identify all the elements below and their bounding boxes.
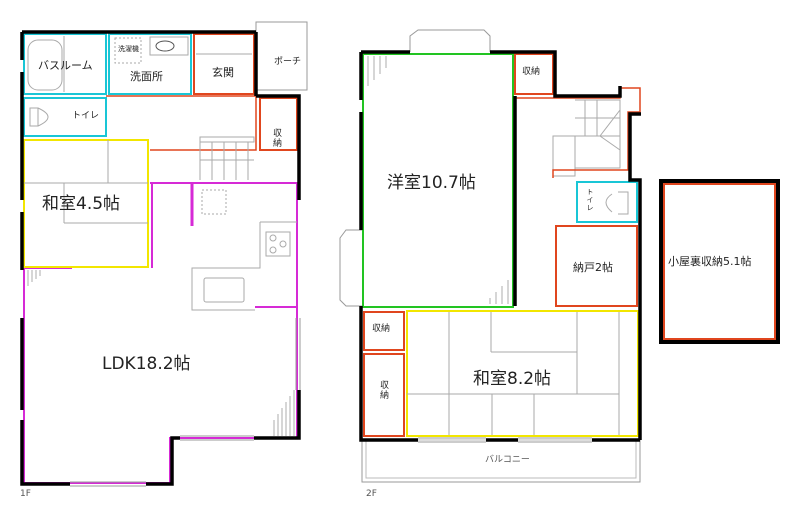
room-label-storage-2f-top: 収納 — [522, 67, 541, 77]
porch-area — [255, 21, 308, 91]
room-label-washroom: 洗面所 — [130, 70, 163, 83]
room-label-bathroom: バスルーム — [38, 59, 93, 72]
entrance-outline — [193, 33, 255, 95]
storage-2f-top-outline — [514, 53, 554, 95]
closet-outline — [555, 225, 638, 307]
storage-2f-left-2-outline — [363, 353, 405, 437]
room-label-storage-2f-left-1: 収納 — [372, 324, 391, 334]
kitchen-counter — [191, 189, 297, 311]
room-label-storage-2f-left-2: 収納 — [378, 380, 388, 400]
room-label-entrance: 玄関 — [212, 66, 234, 79]
room-label-storage-1f: 収納 — [271, 128, 281, 148]
fixture-label-washer: 洗濯機 — [118, 45, 139, 53]
floor-label-1f: 1F — [20, 489, 31, 499]
room-label-attic: 小屋裏収納5.1帖 — [668, 255, 752, 268]
storage-2f-left-1-outline — [363, 311, 405, 351]
floor-label-2f: 2F — [366, 489, 377, 499]
attic-plan — [659, 179, 780, 344]
exterior-walls-1f — [20, 30, 301, 486]
western-room-outline — [362, 53, 514, 308]
attic-outline — [663, 183, 776, 340]
room-label-toilet-1f: トイレ — [72, 111, 100, 121]
toilet-1f-outline — [23, 97, 107, 137]
room-label-japanese-1f: 和室4.5帖 — [42, 194, 121, 214]
room-label-balcony: バルコニー — [485, 455, 530, 465]
bathroom-outline — [23, 33, 107, 95]
room-label-western: 洋室10.7帖 — [387, 173, 476, 193]
room-label-closet: 納戸2帖 — [573, 261, 613, 274]
room-label-ldk: LDK18.2帖 — [102, 354, 191, 374]
japanese-room-1f-outline — [23, 139, 149, 268]
japanese-room-2f-outline — [406, 310, 639, 437]
storage-1f-outline — [259, 97, 298, 151]
room-label-porch: ポーチ — [274, 57, 302, 67]
toilet-2f-outline — [576, 181, 638, 223]
room-label-japanese-2f: 和室8.2帖 — [473, 369, 552, 389]
washroom-outline — [108, 33, 192, 95]
stairs-1f — [199, 136, 255, 180]
second-floor-plan — [339, 29, 642, 483]
first-floor-plan — [20, 21, 308, 487]
room-label-toilet-2f: トイレ — [586, 188, 594, 212]
stairs-2f — [552, 99, 621, 177]
exterior-walls-2f — [359, 50, 642, 442]
